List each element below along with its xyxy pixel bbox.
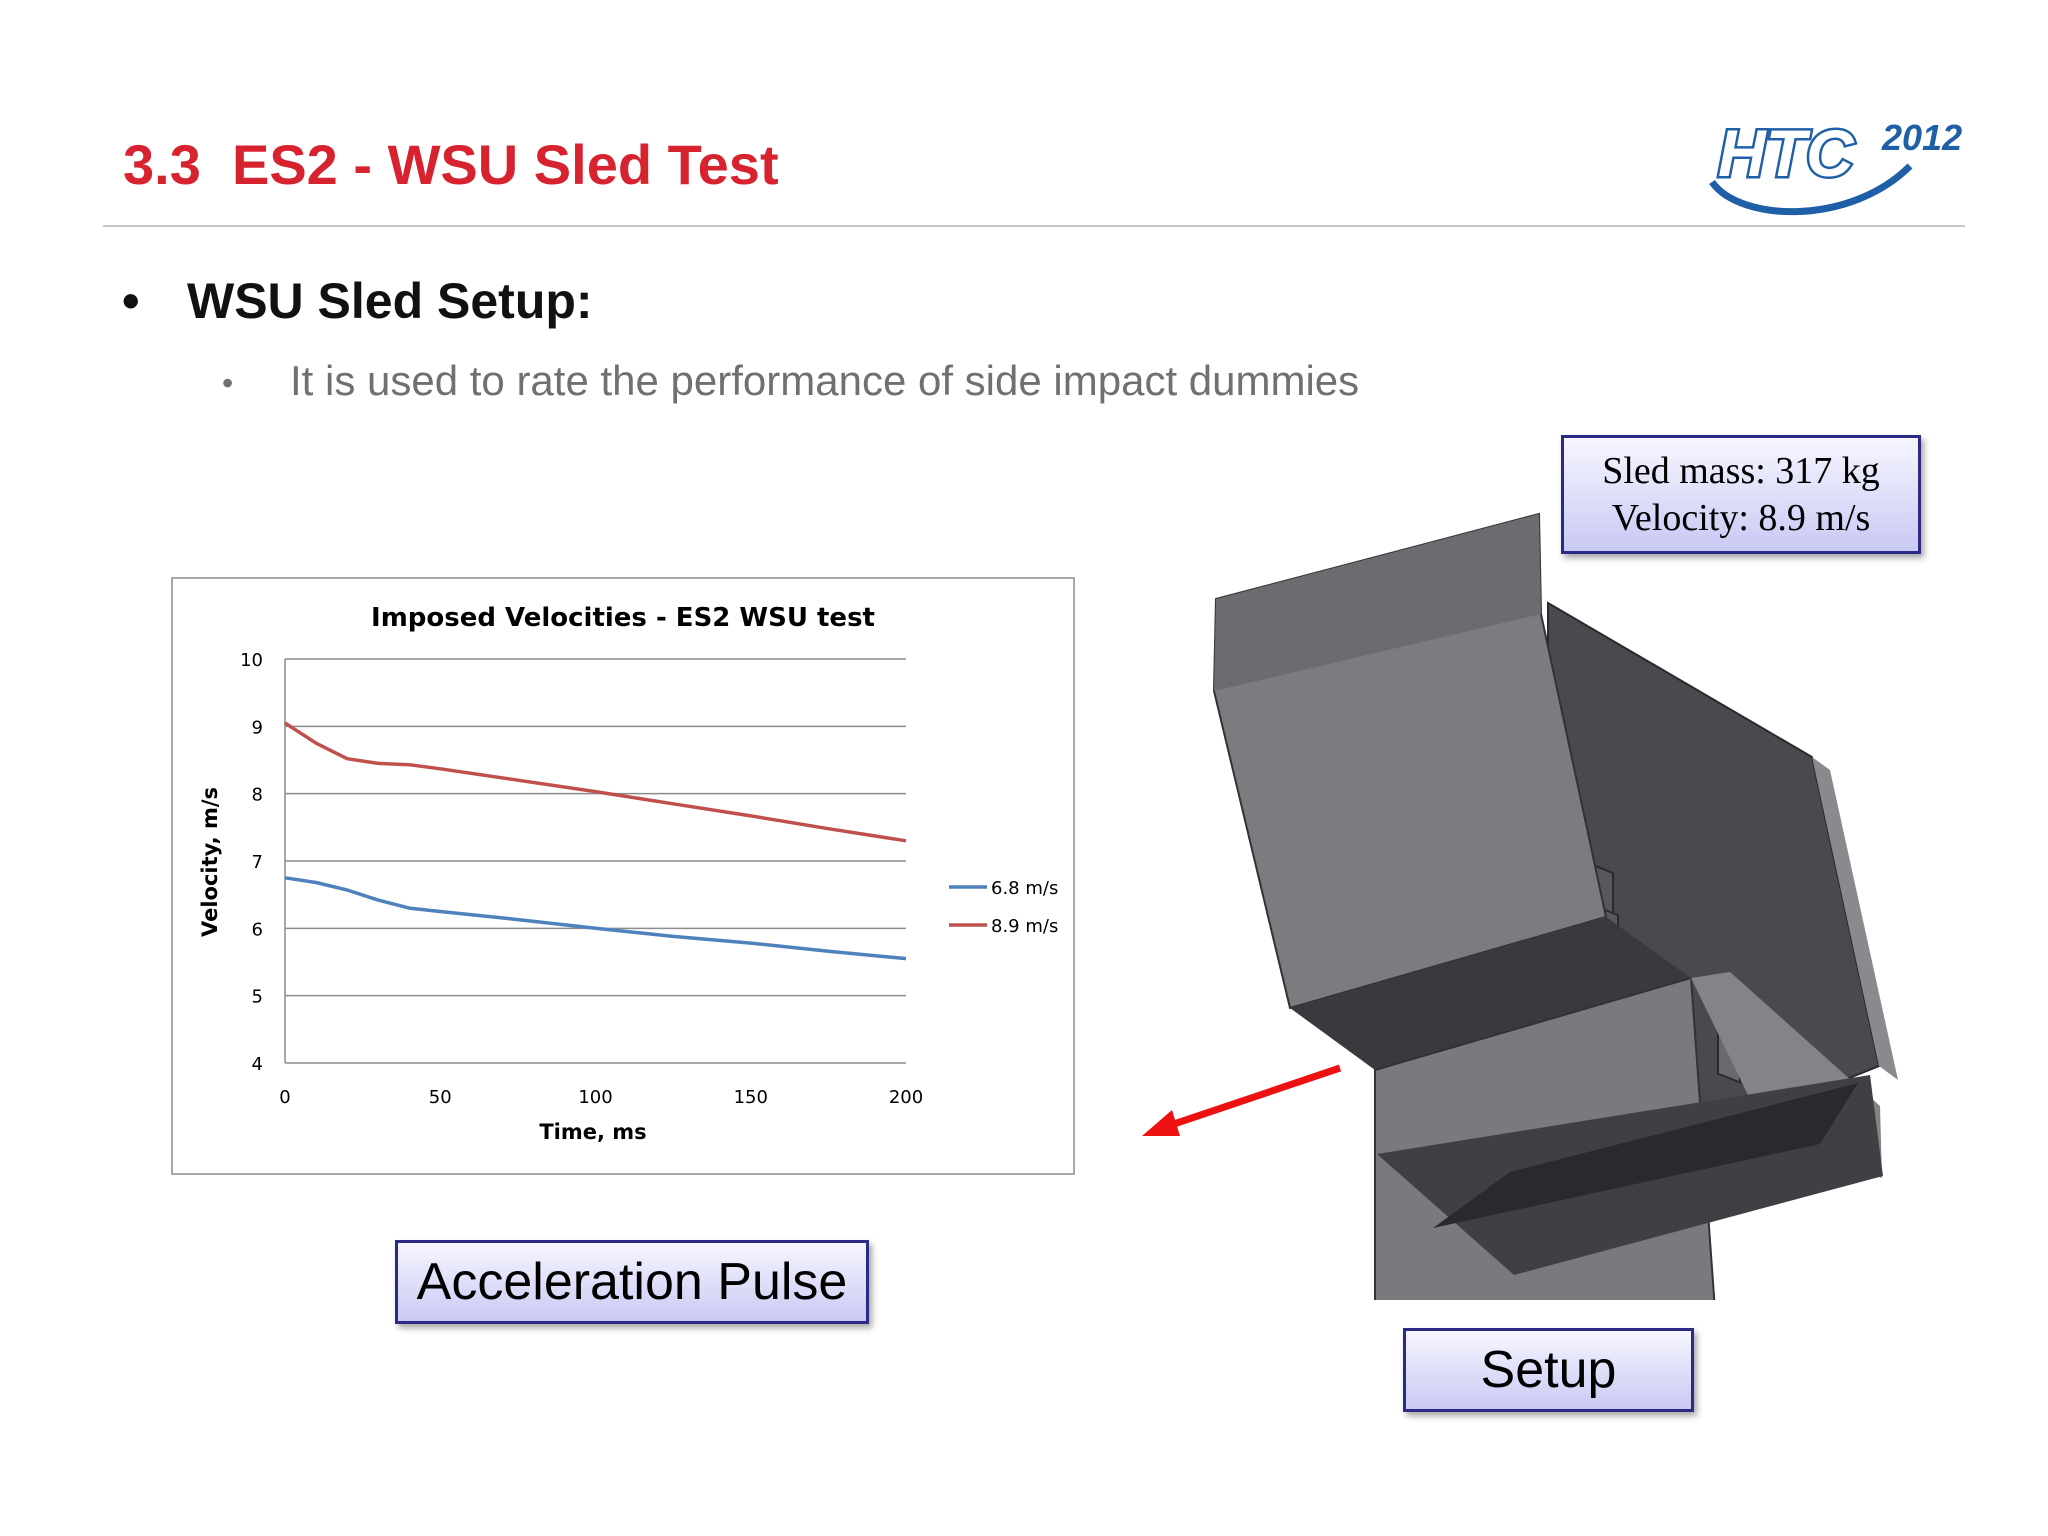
sled-velocity-text: Velocity: 8.9 m/s — [1611, 496, 1871, 539]
y-tick-label: 5 — [252, 987, 263, 1008]
y-tick-label: 7 — [252, 852, 263, 873]
logo-swoosh — [1709, 163, 1913, 215]
x-axis-label: Time, ms — [539, 1120, 646, 1144]
arrow-head — [1142, 1110, 1180, 1136]
sled-3d-illustration — [1212, 512, 1898, 1300]
acceleration-pulse-label: Acceleration Pulse — [395, 1240, 869, 1324]
title-divider — [103, 225, 1965, 227]
arrow-shaft — [1166, 1064, 1342, 1130]
sled-spec-callout: Sled mass: 317 kg Velocity: 8.9 m/s — [1561, 435, 1921, 554]
setup-label: Setup — [1403, 1328, 1694, 1412]
y-tick-label: 8 — [252, 785, 263, 806]
bullet-level-2-text: It is used to rate the performance of si… — [290, 357, 1360, 404]
velocity-chart: Imposed Velocities - ES2 WSU test Time, … — [171, 577, 1075, 1175]
htc-2012-logo: HTC 2012 — [1709, 114, 1962, 215]
series-line-6-8-m-s — [284, 876, 907, 961]
bullet-level-2: • It is used to rate the performance of s… — [222, 357, 1359, 405]
chart-canvas: Imposed Velocities - ES2 WSU test Time, … — [198, 603, 1058, 1144]
y-tick-label: 9 — [252, 717, 263, 738]
legend-label: 8.9 m/s — [991, 916, 1058, 937]
y-tick-label: 6 — [252, 919, 263, 940]
sled-back-panel-edge — [1812, 757, 1898, 1080]
y-axis-label: Velocity, m/s — [198, 787, 222, 937]
bullet-marker: • — [222, 365, 234, 402]
y-tick-label: 4 — [252, 1054, 263, 1075]
sled-seat-back-top — [1214, 514, 1541, 691]
x-tick-label: 100 — [578, 1087, 612, 1108]
sled-seat-top — [1290, 917, 1691, 1070]
logo-text: HTC — [1718, 116, 1855, 190]
x-tick-label: 200 — [889, 1087, 923, 1108]
logo-year: 2012 — [1881, 117, 1962, 158]
sled-base-trough — [1433, 1083, 1858, 1228]
impact-direction-arrow — [1142, 1064, 1342, 1136]
y-tick-label: 10 — [240, 650, 263, 671]
x-tick-label: 50 — [429, 1087, 452, 1108]
bullet-level-1: • WSU Sled Setup: — [122, 272, 593, 330]
bullet-level-1-text: WSU Sled Setup: — [187, 273, 593, 329]
slide-title: 3.3 ES2 - WSU Sled Test — [123, 133, 779, 196]
legend-label: 6.8 m/s — [991, 878, 1058, 899]
series-line-8-9-m-s — [284, 721, 907, 843]
bullet-marker: • — [122, 273, 140, 329]
x-tick-label: 0 — [279, 1087, 290, 1108]
x-tick-label: 150 — [734, 1087, 768, 1108]
sled-mass-text: Sled mass: 317 kg — [1602, 449, 1880, 492]
chart-title: Imposed Velocities - ES2 WSU test — [371, 603, 875, 633]
